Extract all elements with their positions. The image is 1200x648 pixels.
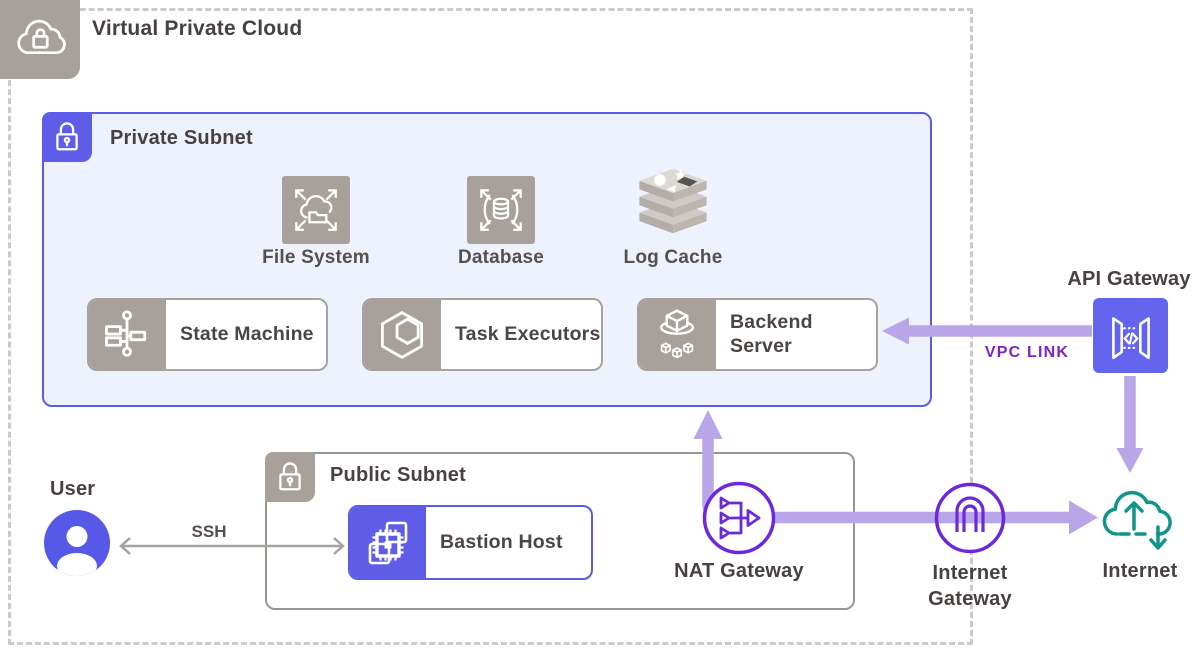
internet-gateway-glyph: [934, 482, 1006, 554]
private-subnet-title: Private Subnet: [110, 127, 253, 149]
workflow-icon: [105, 309, 147, 357]
api-internet-arrow: [1116, 376, 1144, 473]
api-gateway-icon: [1093, 298, 1168, 373]
task-executors-label: Task Executors: [455, 322, 601, 345]
private-subnet-badge: [42, 112, 92, 162]
public-subnet-title: Public Subnet: [330, 464, 466, 486]
bastion-host-label: Bastion Host: [440, 530, 563, 553]
log-cache-label: Log Cache: [623, 247, 723, 268]
internet-gateway-label: Internet Gateway: [928, 562, 1012, 610]
backend-server-node: Backend Server: [637, 298, 878, 371]
cube-orbit-icon: [659, 309, 695, 358]
vpc-badge: [0, 0, 80, 79]
nat-gateway-label: NAT Gateway: [674, 560, 804, 582]
database-cylinder-icon: [480, 189, 522, 231]
nat-gateway-icon: [701, 480, 777, 556]
vpc-title: Virtual Private Cloud: [92, 17, 303, 40]
internet-gateway-icon: [933, 481, 1007, 555]
task-executors-node: Task Executors: [362, 298, 603, 371]
vpc-link-label: VPC LINK: [984, 344, 1070, 361]
file-system-label: File System: [262, 247, 370, 268]
person-icon: [44, 510, 110, 576]
redis-stack-icon: [639, 168, 707, 234]
state-machine-node: State Machine: [87, 298, 328, 371]
state-machine-icon: [89, 300, 166, 369]
task-executors-icon: [364, 300, 441, 369]
user-avatar: [44, 510, 110, 576]
lock-icon: [56, 122, 78, 151]
chip-instances-icon: [368, 521, 407, 564]
api-gateway-glyph: [1111, 316, 1150, 359]
internet-cloud-glyph: [1102, 490, 1172, 550]
backend-server-label: Backend Server: [730, 311, 813, 357]
internet-icon: [1094, 477, 1186, 563]
user-label: User: [50, 478, 96, 500]
cloud-lock-icon: [17, 19, 66, 54]
efs-cloud-folder-icon: [295, 189, 337, 231]
database-icon: [467, 176, 535, 244]
lock-icon: [279, 462, 301, 491]
hexagon-container-icon: [381, 310, 423, 359]
nat-gateway-glyph: [702, 481, 776, 555]
state-machine-label: State Machine: [180, 322, 314, 345]
bastion-host-icon: [350, 507, 426, 578]
backend-server-icon: [639, 300, 716, 369]
bastion-host-node: Bastion Host: [348, 505, 593, 580]
ssh-label: SSH: [191, 522, 227, 541]
log-cache-icon: [631, 168, 715, 248]
database-label: Database: [457, 247, 545, 268]
file-system-icon: [282, 176, 350, 244]
public-subnet-badge: [265, 452, 315, 502]
api-gateway-label: API Gateway: [1067, 268, 1191, 290]
internet-label: Internet: [1102, 560, 1178, 582]
